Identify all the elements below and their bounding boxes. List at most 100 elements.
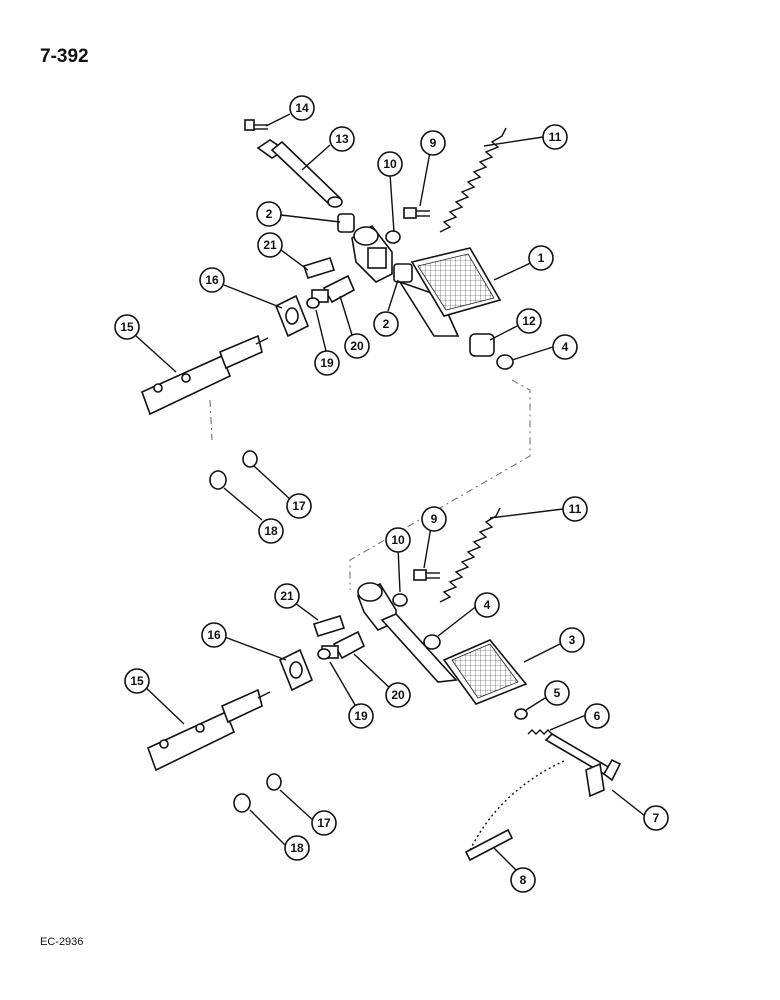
callout-9: 9 [420,130,446,156]
lower-pedal-assembly [146,507,622,862]
svg-text:20: 20 [391,688,405,702]
svg-text:16: 16 [207,628,221,642]
svg-text:14: 14 [295,101,309,115]
callout-15b: 15 [124,668,150,694]
svg-text:13: 13 [335,132,349,146]
pedal-hub [351,224,393,283]
callout-19: 19 [314,350,340,376]
svg-text:10: 10 [383,157,397,171]
callout-21b: 21 [274,583,300,609]
rod-8 [464,828,514,862]
svg-text:17: 17 [292,499,306,513]
callout-8: 8 [510,867,536,893]
spacer-16 [274,294,310,338]
callout-12: 12 [516,308,542,334]
svg-text:4: 4 [562,340,569,354]
washer-17 [242,450,258,468]
nut-5 [514,708,528,720]
svg-text:5: 5 [554,686,561,700]
callout-17: 17 [286,493,312,519]
bolt-9 [403,207,430,219]
pedal-shaft-13 [256,139,343,208]
svg-text:19: 19 [320,356,334,370]
svg-text:2: 2 [383,317,390,331]
link-dash-1 [349,379,531,590]
svg-text:18: 18 [264,524,278,538]
callout-16: 16 [199,267,225,293]
svg-text:2: 2 [266,207,273,221]
svg-text:9: 9 [430,136,437,150]
leader-lines [134,113,646,873]
clutch-pedal-3 [380,613,528,705]
callout-20: 20 [344,333,370,359]
callout-19b: 19 [348,703,374,729]
link-dash-2 [209,399,213,441]
bolt-9b [413,569,440,581]
brake-pedal-1 [398,247,502,337]
nut-19b [317,648,331,660]
svg-text:9: 9 [431,512,438,526]
bushing-2a [337,213,355,233]
lever-7 [544,732,622,798]
callout-18: 18 [258,518,284,544]
figure-code: EC-2936 [40,936,84,948]
svg-text:8: 8 [520,873,527,887]
callout-11: 11 [542,124,568,150]
svg-text:18: 18 [290,841,304,855]
svg-text:4: 4 [484,598,491,612]
callout-6: 6 [584,703,610,729]
bolt-14 [244,119,268,131]
callout-5: 5 [544,680,570,706]
nut-18 [209,470,227,490]
return-spring-11 [439,127,507,233]
callout-13: 13 [329,126,355,152]
callout-16b: 16 [201,622,227,648]
upper-pedal-assembly [140,119,514,490]
callout-7: 7 [643,805,669,831]
washer-17b [266,773,282,791]
bushing-4 [496,354,514,370]
master-cylinder-15 [140,334,269,416]
page-number: 7-392 [40,46,89,67]
callout-10b: 10 [385,527,411,553]
nut-10 [385,230,401,244]
nut-10b [392,593,408,607]
callout-9b: 9 [421,506,447,532]
callout-4b: 4 [474,592,500,618]
callout-17b: 17 [311,810,337,836]
svg-text:21: 21 [263,238,277,252]
bushing-4b [423,634,441,650]
svg-text:21: 21 [280,589,294,603]
svg-text:7: 7 [653,811,660,825]
clevis-20 [311,274,356,304]
clevis-pin-21b [312,615,346,637]
master-cylinder-15b [146,688,271,772]
callout-14: 14 [289,95,315,121]
svg-text:11: 11 [549,130,562,144]
svg-text:6: 6 [594,709,601,723]
clevis-pin-21 [302,257,336,279]
callout-4: 4 [552,334,578,360]
callout-20b: 20 [385,682,411,708]
callout-2: 2 [256,201,282,227]
nut-18b [233,793,251,813]
callout-11b: 11 [562,496,588,522]
svg-text:17: 17 [317,816,331,830]
svg-text:12: 12 [522,314,536,328]
nut-19 [306,297,320,309]
bushing-2b [393,263,413,283]
callout-2b: 2 [373,311,399,337]
spring-6 [527,729,553,735]
callout-labels: 14 13 10 9 11 2 21 16 1 2 20 19 12 4 15 … [114,95,669,893]
svg-text:15: 15 [130,674,144,688]
svg-text:15: 15 [120,320,134,334]
callout-10: 10 [377,151,403,177]
callout-18b: 18 [284,835,310,861]
callout-3: 3 [559,627,585,653]
svg-text:1: 1 [538,251,545,265]
callout-1: 1 [528,245,554,271]
svg-text:3: 3 [569,633,576,647]
bushing-12 [469,333,495,357]
svg-text:11: 11 [569,502,582,516]
